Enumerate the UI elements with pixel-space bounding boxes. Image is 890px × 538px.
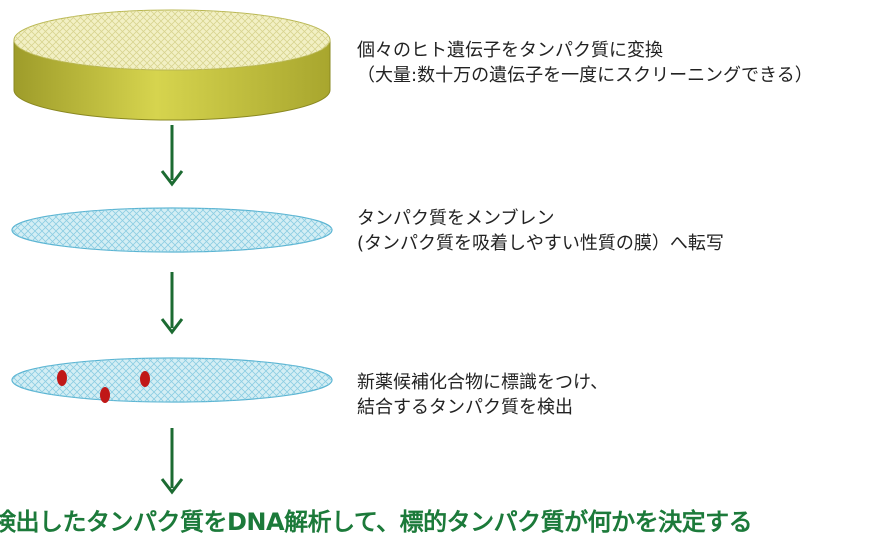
step-1-description: 個々のヒト遺伝子をタンパク質に変換 （大量:数十万の遺伝子を一度にスクリーニング…: [357, 38, 813, 88]
step-1-line-1: 個々のヒト遺伝子をタンパク質に変換: [357, 40, 663, 61]
step-2-line-2: (タンパク質を吸着しやすい性質の膜）へ転写: [357, 233, 724, 254]
binding-spot: [57, 370, 67, 386]
membrane: [11, 207, 333, 253]
conclusion-text: 検出したタンパク質をDNA解析して、標的タンパク質が何かを決定する: [0, 508, 753, 536]
culture-plate: [13, 9, 331, 121]
binding-spot: [140, 371, 150, 387]
step-3-line-1: 新薬候補化合物に標識をつけ、: [357, 372, 609, 393]
step-3-description: 新薬候補化合物に標識をつけ、 結合するタンパク質を検出: [357, 370, 608, 420]
flow-arrow-1: [160, 125, 184, 187]
labeled-membrane: [11, 357, 333, 403]
flow-arrow-2: [160, 272, 184, 335]
step-2-description: タンパク質をメンブレン (タンパク質を吸着しやすい性質の膜）へ転写: [357, 206, 724, 256]
step-3-line-2: 結合するタンパク質を検出: [357, 397, 573, 418]
step-2-line-1: タンパク質をメンブレン: [357, 208, 555, 229]
binding-spot: [100, 387, 110, 403]
flow-arrow-3: [160, 428, 184, 495]
step-1-line-2: （大量:数十万の遺伝子を一度にスクリーニングできる）: [357, 65, 813, 86]
